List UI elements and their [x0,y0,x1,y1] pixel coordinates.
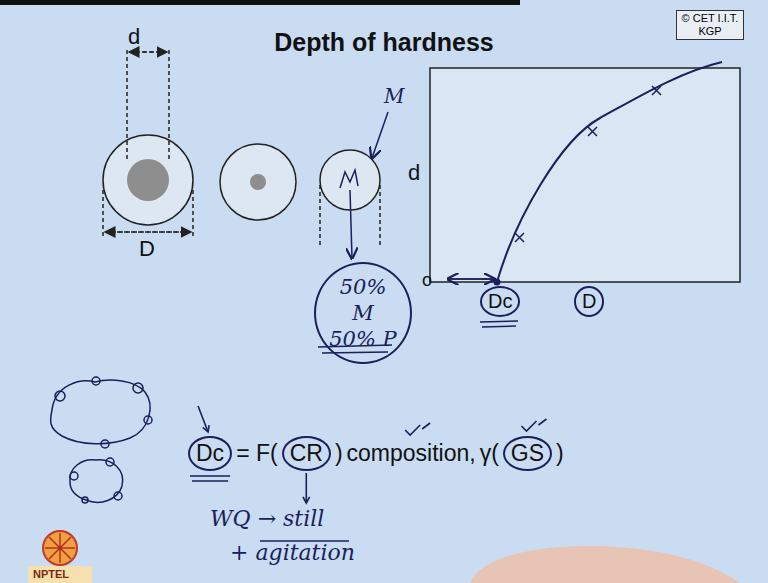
hardness-graph [430,62,740,327]
dimension-label: D [139,236,155,262]
formula-term: Dc [188,436,232,471]
formula-term: γ( [480,440,499,467]
pointer-arrow [203,425,209,432]
formula-term: GS [503,436,552,471]
slide-title: Depth of hardness [0,28,768,57]
grain-sketch [51,377,152,503]
formula: Dc= F(CR)composition,γ(GS) [188,436,564,471]
node-text: © CET I.I.T. KGP [681,12,739,38]
formula-term: CR [282,436,331,471]
formula-term: = F( [236,440,278,467]
nptel-logo [28,531,92,583]
pointer-arrow [305,473,307,503]
handwritten-note: WQ → still [210,506,324,531]
copyright-box: © CET I.I.T. KGP [676,10,744,40]
formula-term: composition, [347,440,476,467]
axis-label: Dc [480,286,520,317]
handwritten-note: + agitation [230,540,355,565]
pointer-arrow [303,497,310,503]
underline [190,476,230,481]
axis-label: d [408,160,420,186]
phase-label: M [384,84,404,108]
specimen-large [103,50,193,238]
node-text: 50% M 50% P [328,274,398,352]
axis-label: D [574,286,604,317]
tick-mark [405,423,430,435]
presenter-hand [470,546,740,583]
phase-note: 50% M 50% P [314,262,412,364]
specimen-medium [220,144,296,220]
top-bar [0,0,520,5]
dimension-label: d [128,24,140,50]
tick-mark [521,419,546,431]
axis-origin: o [422,270,432,291]
formula-term: ) [556,440,564,467]
logo-text: NPTEL [33,568,69,580]
formula-term: ) [335,440,343,467]
